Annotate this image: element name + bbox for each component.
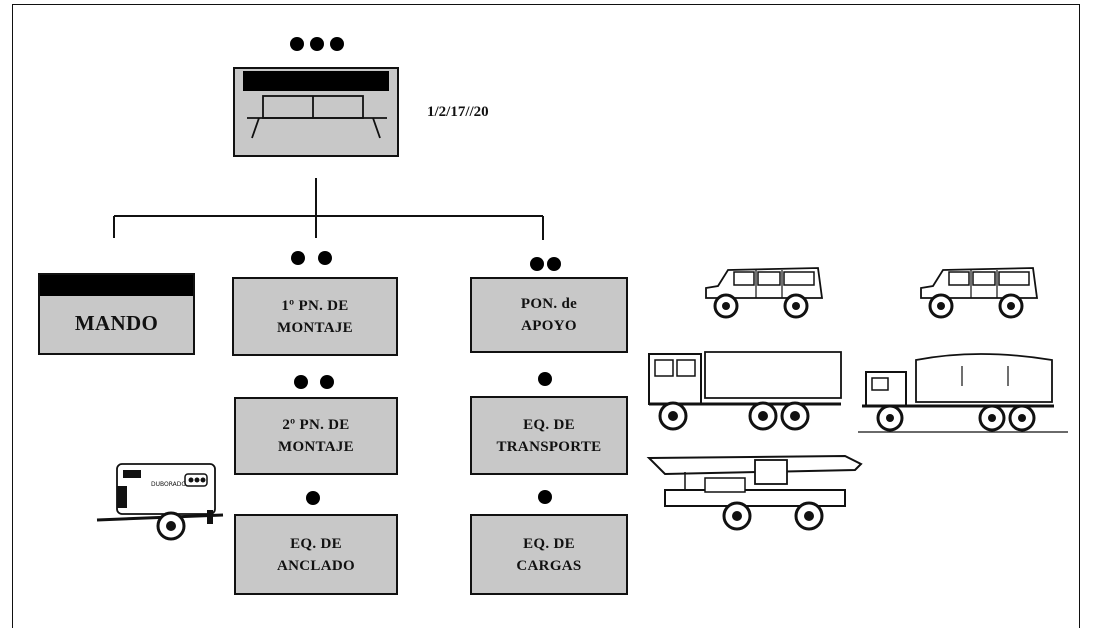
transporte-line1: EQ. DE [523, 414, 575, 436]
transporte-line2: TRANSPORTE [497, 436, 602, 458]
apoyo-line1: PON. de [521, 293, 577, 315]
rank-dot [310, 37, 324, 51]
anclado-line1: EQ. DE [290, 533, 342, 555]
rank-dot [530, 257, 544, 271]
rank-dot [538, 372, 552, 386]
covered-truck-icon [645, 348, 845, 434]
hq-unit-symbol [233, 67, 399, 157]
jeep-icon [700, 262, 826, 322]
pn2-line2: MONTAJE [278, 436, 354, 458]
rank-dot [320, 375, 334, 389]
pn1-box: 1º PN. DE MONTAJE [232, 277, 398, 356]
rank-dot [538, 490, 552, 504]
anclado-line2: ANCLADO [277, 555, 355, 577]
jeep-icon [915, 262, 1041, 322]
cargas-box: EQ. DE CARGAS [470, 514, 628, 595]
apoyo-line2: APOYO [521, 315, 577, 337]
covered-truck-icon [858, 346, 1070, 436]
rank-dot [306, 491, 320, 505]
rank-dot [318, 251, 332, 265]
anclado-box: EQ. DE ANCLADO [234, 514, 398, 595]
mando-box: MANDO [38, 273, 195, 355]
mando-label: MANDO [75, 312, 158, 334]
cargas-line2: CARGAS [516, 555, 581, 577]
pn2-line1: 2º PN. DE [282, 414, 349, 436]
bridge-icon [233, 67, 399, 157]
rank-dot [547, 257, 561, 271]
cargas-line1: EQ. DE [523, 533, 575, 555]
unit-code: 1/2/17//20 [427, 104, 489, 121]
transporte-box: EQ. DE TRANSPORTE [470, 396, 628, 475]
pn2-box: 2º PN. DE MONTAJE [234, 397, 398, 475]
apoyo-box: PON. de APOYO [470, 277, 628, 353]
rank-dot [290, 37, 304, 51]
generator-trailer-icon: DUBORADO [95, 460, 225, 545]
crane-truck-icon [645, 450, 867, 534]
rank-dot [294, 375, 308, 389]
rank-dot [291, 251, 305, 265]
command-band [40, 275, 193, 296]
rank-dot [330, 37, 344, 51]
pn1-line1: 1º PN. DE [281, 295, 348, 317]
pn1-line2: MONTAJE [277, 317, 353, 339]
svg-text:DUBORADO: DUBORADO [151, 481, 186, 488]
